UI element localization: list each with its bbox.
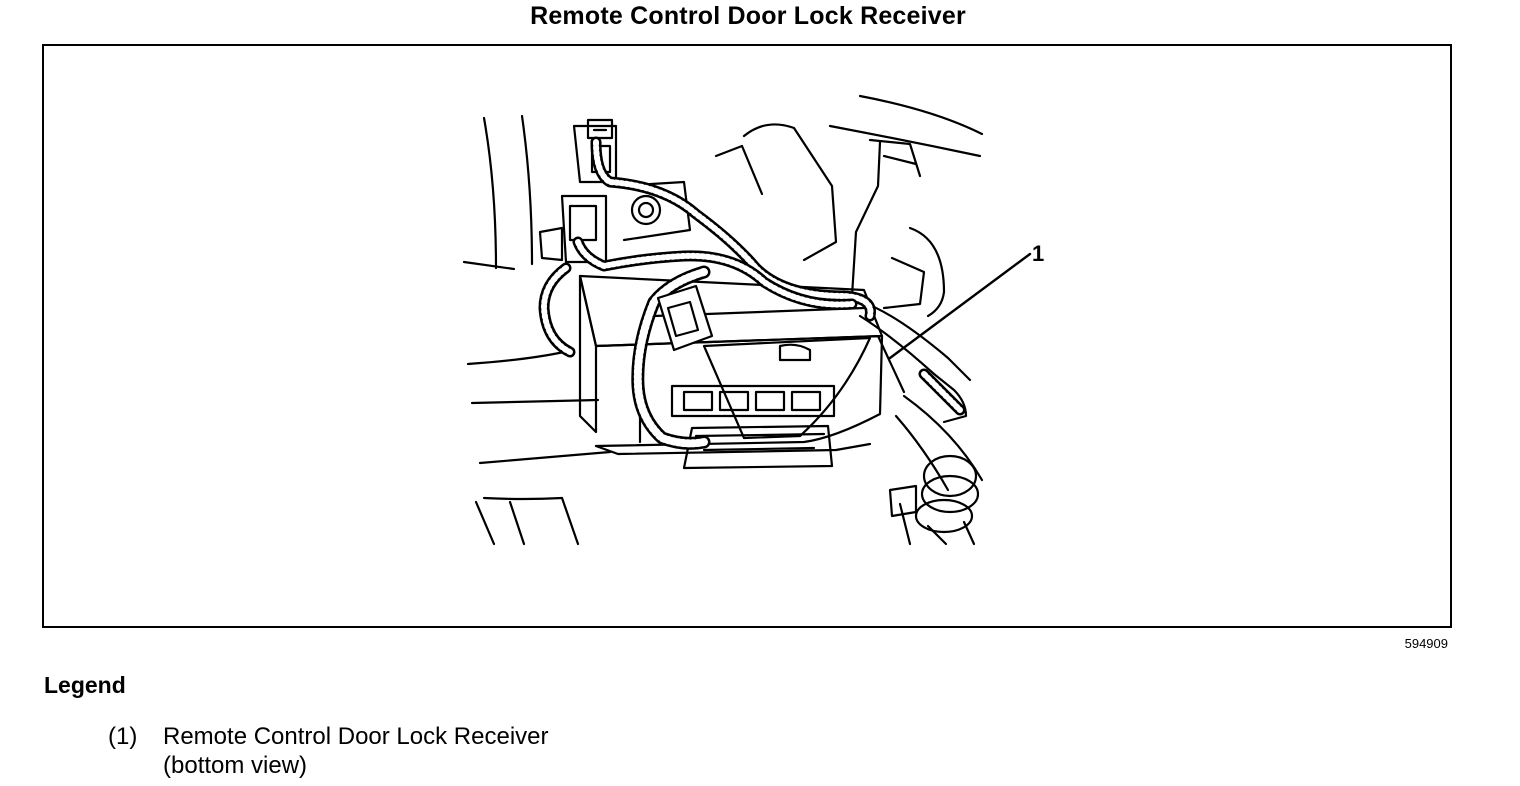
diagram-title: Remote Control Door Lock Receiver bbox=[530, 2, 966, 30]
legend-item-text: Remote Control Door Lock Receiver (botto… bbox=[163, 722, 763, 780]
legend-item-line: (bottom view) bbox=[163, 752, 308, 779]
callout-1-label: 1 bbox=[1032, 241, 1044, 266]
legend-heading: Legend bbox=[44, 672, 126, 698]
legend-item-number: (1) bbox=[108, 723, 138, 750]
receiver-illustration: 1 bbox=[462, 94, 1044, 546]
legend-item-line: Remote Control Door Lock Receiver bbox=[163, 723, 549, 750]
illustration-frame: 1 bbox=[42, 44, 1452, 628]
figure-id: 594909 bbox=[1404, 636, 1448, 651]
